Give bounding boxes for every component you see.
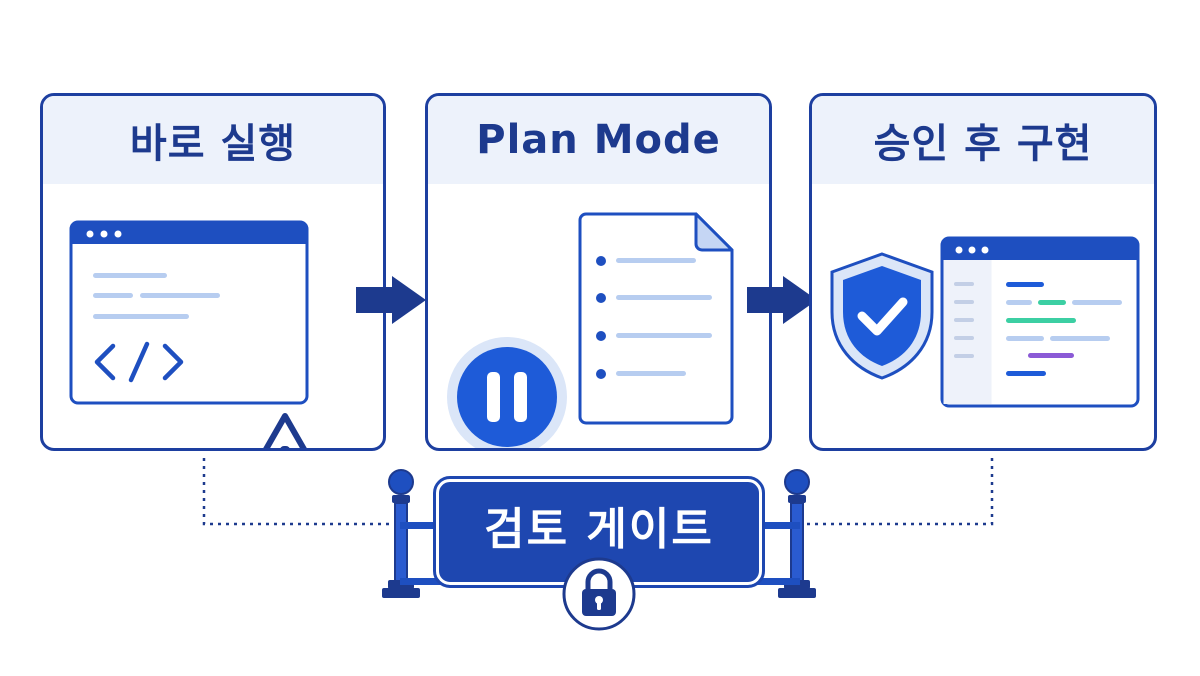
document-checklist-icon — [578, 212, 734, 425]
review-gate-label: 검토 게이트 — [484, 504, 714, 555]
code-brackets-icon — [94, 341, 184, 383]
panel-header: 승인 후 구현 — [812, 96, 1154, 184]
left-dotted-connector — [202, 458, 395, 526]
step-panel-implement-after-approval: 승인 후 구현 — [809, 93, 1157, 451]
lock-icon — [562, 557, 636, 631]
code-editor-window-icon — [940, 236, 1140, 408]
warning-triangle-icon — [263, 413, 307, 448]
panel-title-implement-after-approval: 승인 후 구현 — [873, 121, 1093, 167]
browser-window-icon — [69, 220, 309, 405]
right-dotted-connector — [800, 458, 994, 526]
step-panel-direct-run: 바로 실행 — [40, 93, 386, 451]
step-panel-plan-mode: Plan Mode — [425, 93, 772, 451]
panel-header: Plan Mode — [428, 96, 769, 184]
arrow-right-icon — [747, 276, 817, 324]
shield-check-icon — [830, 252, 934, 380]
panel-title-plan-mode: Plan Mode — [476, 117, 721, 163]
panel-header: 바로 실행 — [43, 96, 383, 184]
pause-button-icon — [447, 337, 567, 448]
arrow-right-icon — [356, 276, 426, 324]
panel-title-direct-run: 바로 실행 — [129, 121, 297, 167]
